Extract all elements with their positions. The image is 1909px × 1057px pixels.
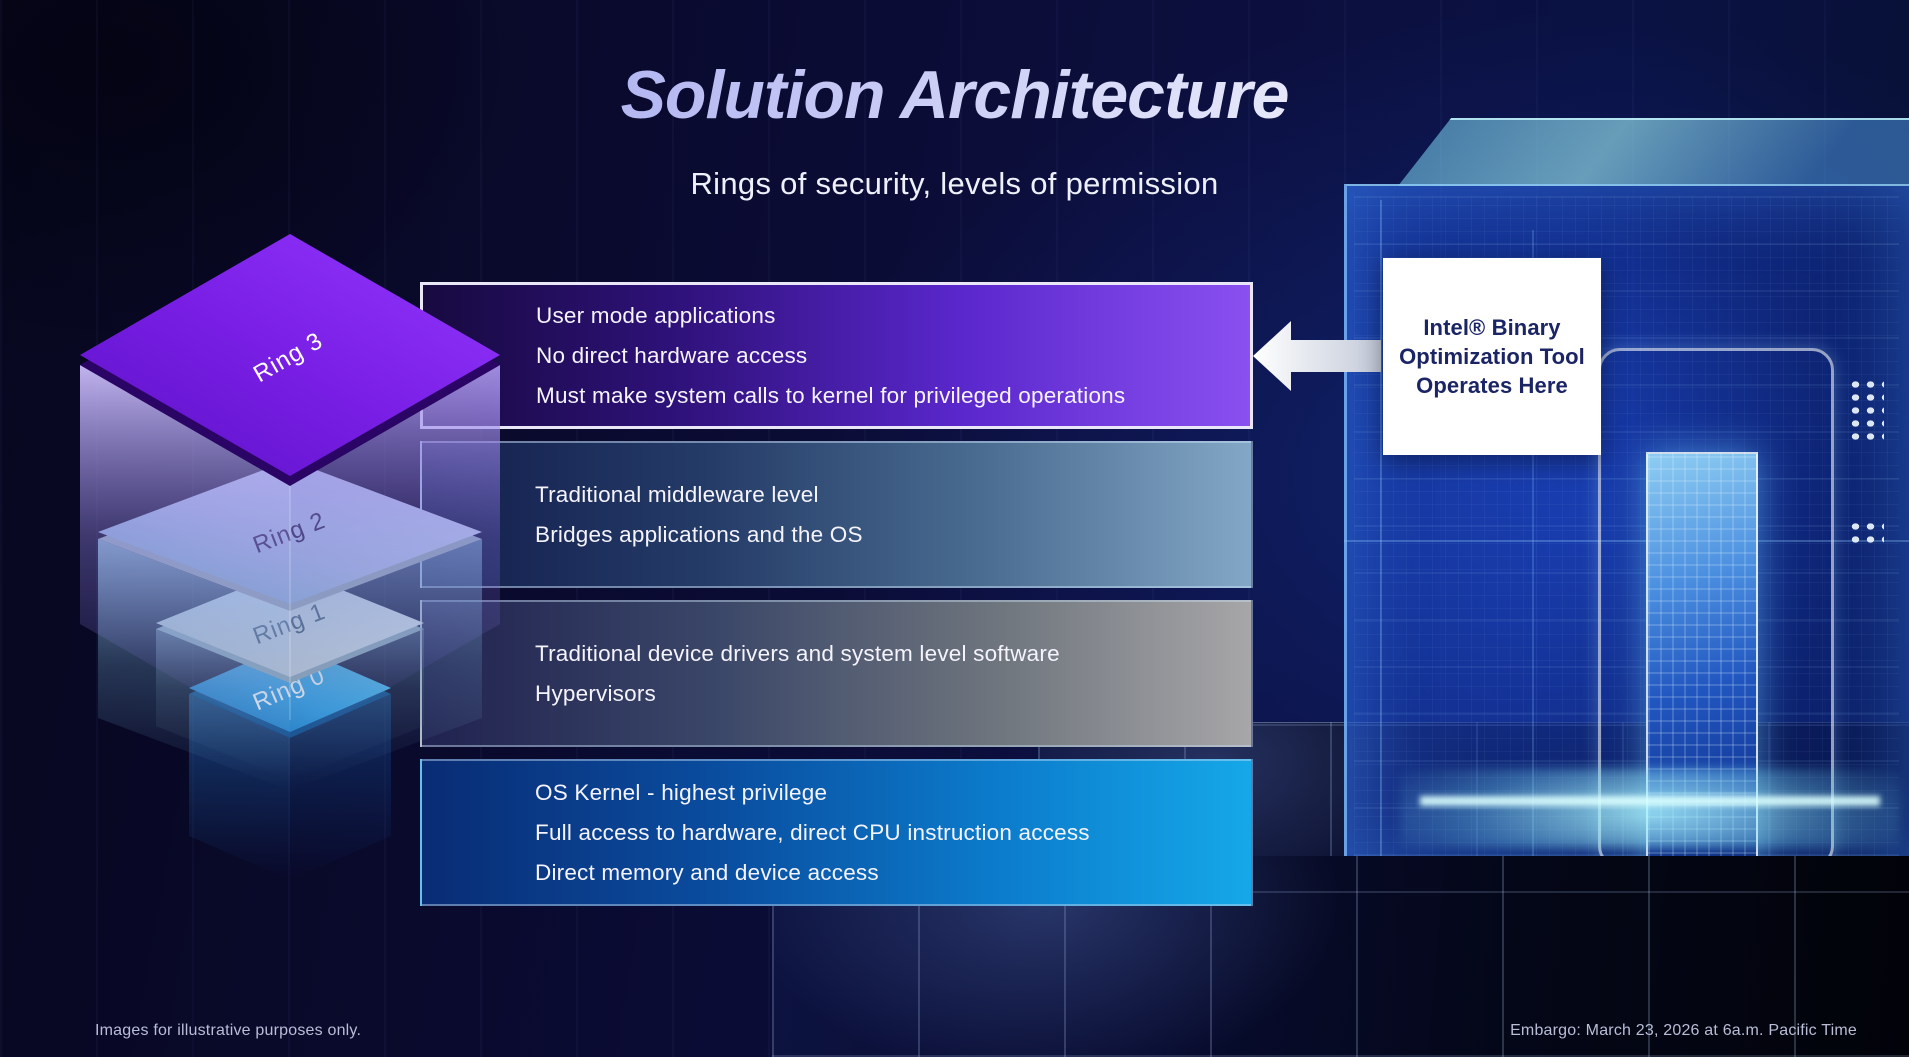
- ring-stack-diagram: Ring 0 Ring 1 Ring 2 Ring 3: [80, 234, 500, 880]
- tier-text-line: Must make system calls to kernel for pri…: [536, 382, 1126, 408]
- tier-ring1-description: Traditional device drivers and system le…: [420, 600, 1253, 747]
- tier-ring2-description: Traditional middleware level Bridges app…: [420, 441, 1253, 588]
- tier-text-line: Traditional middleware level: [535, 481, 819, 507]
- page-subtitle: Rings of security, levels of permission: [690, 166, 1219, 201]
- tier-text-line: User mode applications: [536, 302, 776, 328]
- callout-box: Intel® Binary Optimization Tool Operates…: [1383, 258, 1601, 455]
- page-title: Solution Architecture: [0, 56, 1909, 134]
- cube-inner-edge: [1532, 230, 1534, 856]
- cube-inner-edge: [1380, 200, 1382, 856]
- chip-pin-pads: [1848, 520, 1884, 548]
- tier-text-line: No direct hardware access: [536, 342, 808, 368]
- tier-ring3-description: User mode applications No direct hardwar…: [420, 282, 1253, 429]
- ring3-column: [80, 365, 290, 745]
- cube-bottom-glow: [1400, 768, 1900, 848]
- callout-arrow-icon: [1253, 321, 1381, 391]
- ring3-column: [290, 365, 500, 745]
- chip-pin-pads: [1848, 378, 1884, 446]
- tier-text-line: Full access to hardware, direct CPU inst…: [535, 819, 1090, 845]
- tier-text-line: OS Kernel - highest privilege: [535, 779, 828, 805]
- cube-glow-core: [1420, 796, 1880, 806]
- embargo-text: Embargo: March 23, 2026 at 6a.m. Pacific…: [1510, 1022, 1857, 1039]
- tier-text-line: Traditional device drivers and system le…: [535, 640, 1060, 666]
- callout-text-line: Operates Here: [1416, 373, 1568, 398]
- tier-text-line: Hypervisors: [535, 680, 656, 706]
- cube-shelf-line: [1344, 540, 1909, 542]
- callout-text-line: Intel® Binary: [1423, 315, 1561, 340]
- callout-text-line: Optimization Tool: [1399, 344, 1585, 369]
- tier-ring0-description: OS Kernel - highest privilege Full acces…: [420, 759, 1253, 906]
- tier-text-line: Bridges applications and the OS: [535, 521, 863, 547]
- tier-text-line: Direct memory and device access: [535, 859, 879, 885]
- disclaimer-text: Images for illustrative purposes only.: [95, 1022, 362, 1039]
- ring3-top-face: [80, 234, 500, 476]
